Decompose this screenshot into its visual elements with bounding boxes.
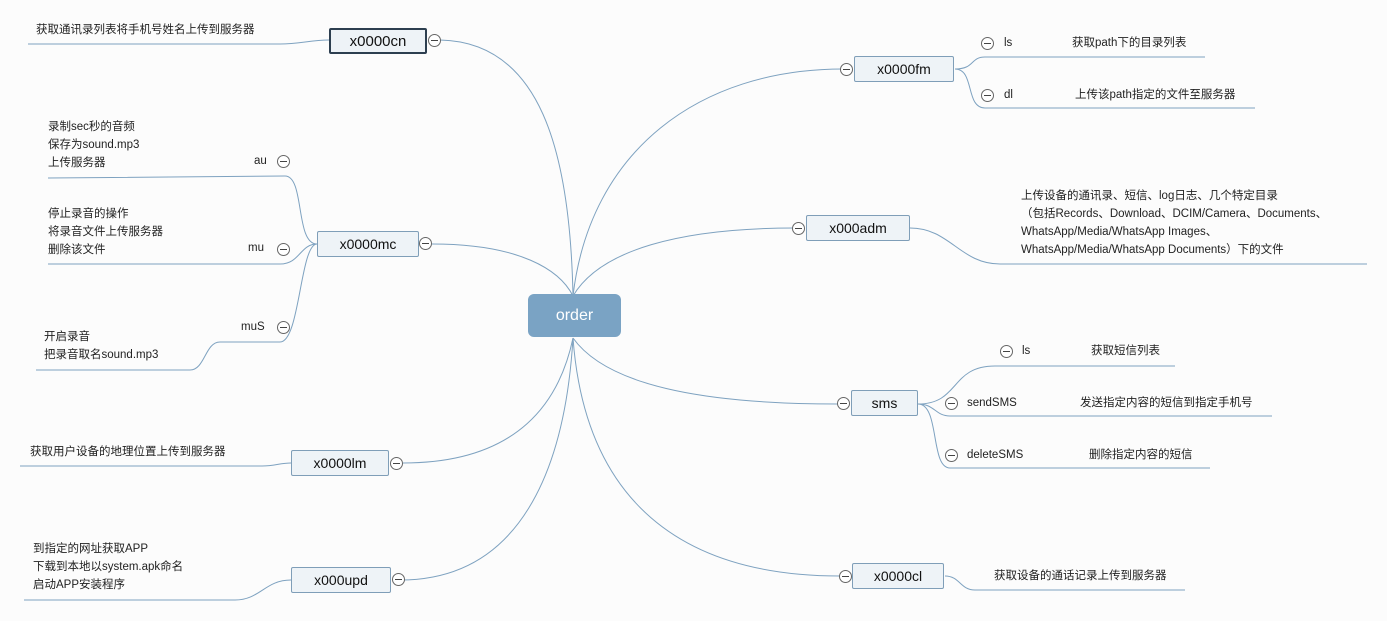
fm-ls-desc: 获取path下的目录列表: [1072, 37, 1187, 49]
x000upd-line-2: 下载到本地以system.apk命名: [33, 561, 184, 573]
collapse-sms-icon[interactable]: [837, 397, 850, 410]
fm-dl-key[interactable]: dl: [1004, 89, 1013, 101]
topic-x0000cl[interactable]: x0000cl: [852, 563, 944, 589]
collapse-fm-ls-icon[interactable]: [981, 37, 994, 50]
connector-sms-deleteSMS: [917, 403, 1210, 469]
collapse-sms-send-icon[interactable]: [945, 397, 958, 410]
connector-x0000mc-au: [47, 175, 318, 245]
collapse-x000adm-icon[interactable]: [792, 222, 805, 235]
collapse-mu-icon[interactable]: [277, 243, 290, 256]
x0000lm-desc: 获取用户设备的地理位置上传到服务器: [30, 446, 226, 458]
topic-x0000mc[interactable]: x0000mc: [317, 231, 419, 257]
x0000cl-desc: 获取设备的通话记录上传到服务器: [994, 570, 1167, 582]
muS-key[interactable]: muS: [241, 321, 265, 333]
connector-root-x0000cn: [439, 39, 574, 297]
topic-x0000lm[interactable]: x0000lm: [291, 450, 389, 476]
connector-x0000fm-ls: [954, 56, 1205, 70]
connector-x0000lm-desc: [20, 462, 292, 467]
mu-line-3: 删除该文件: [48, 244, 106, 256]
x000upd-line-1: 到指定的网址获取APP: [33, 543, 149, 555]
connector-root-x0000lm: [402, 337, 574, 464]
mu-key[interactable]: mu: [248, 242, 264, 254]
connector-sms-ls: [917, 365, 1175, 405]
connector-x0000mc-muS: [36, 243, 318, 371]
collapse-x000upd-icon[interactable]: [392, 573, 405, 586]
connector-root-x0000cl: [572, 337, 841, 577]
fm-ls-key[interactable]: ls: [1004, 37, 1013, 49]
connector-root-sms: [572, 337, 839, 405]
connector-x0000mc-mu: [48, 243, 318, 265]
connector-root-x0000mc: [431, 243, 574, 297]
connector-root-x0000fm: [572, 68, 844, 297]
x000adm-line-1: 上传设备的通讯录、短信、log日志、几个特定目录: [1021, 190, 1278, 202]
au-line-2: 保存为sound.mp3: [48, 139, 140, 151]
muS-line-2: 把录音取名sound.mp3: [44, 349, 159, 361]
sms-send-desc: 发送指定内容的短信到指定手机号: [1080, 397, 1253, 409]
collapse-muS-icon[interactable]: [277, 321, 290, 334]
sms-ls-desc: 获取短信列表: [1091, 345, 1160, 357]
x000adm-line-4: WhatsApp/Media/WhatsApp Documents）下的文件: [1021, 244, 1284, 256]
x000adm-line-3: WhatsApp/Media/WhatsApp Images、: [1021, 226, 1218, 238]
sms-delete-key[interactable]: deleteSMS: [967, 449, 1024, 461]
collapse-sms-ls-icon[interactable]: [1000, 345, 1013, 358]
topic-x000adm[interactable]: x000adm: [806, 215, 910, 241]
collapse-x0000mc-icon[interactable]: [419, 237, 432, 250]
sms-send-key[interactable]: sendSMS: [967, 397, 1017, 409]
connector-x0000cl-desc: [944, 575, 1185, 591]
sms-delete-desc: 删除指定内容的短信: [1089, 449, 1193, 461]
au-line-1: 录制sec秒的音频: [48, 121, 135, 133]
x000upd-line-3: 启动APP安装程序: [33, 579, 126, 591]
connector-root-x000adm: [572, 227, 796, 297]
fm-dl-desc: 上传该path指定的文件至服务器: [1075, 89, 1236, 101]
x000adm-line-2: （包括Records、Download、DCIM/Camera、Document…: [1021, 208, 1328, 220]
topic-x0000fm[interactable]: x0000fm: [854, 56, 954, 82]
topic-x0000cn[interactable]: x0000cn: [329, 28, 427, 54]
connector-x0000cn-desc: [28, 39, 330, 45]
collapse-x0000cn-icon[interactable]: [428, 34, 441, 47]
au-key[interactable]: au: [254, 155, 267, 167]
collapse-x0000cl-icon[interactable]: [839, 570, 852, 583]
mu-line-1: 停止录音的操作: [48, 208, 129, 220]
mu-line-2: 将录音文件上传服务器: [48, 226, 163, 238]
x0000cn-desc: 获取通讯录列表将手机号姓名上传到服务器: [36, 24, 255, 36]
muS-line-1: 开启录音: [44, 331, 90, 343]
topic-x000upd[interactable]: x000upd: [291, 567, 391, 593]
root-node-order[interactable]: order: [528, 294, 621, 337]
au-line-3: 上传服务器: [48, 157, 106, 169]
collapse-x0000lm-icon[interactable]: [390, 457, 403, 470]
connector-x0000fm-dl: [954, 68, 1255, 109]
connector-x000adm-desc: [909, 227, 1367, 265]
connector-x000upd-desc: [24, 579, 292, 601]
collapse-x0000fm-icon[interactable]: [840, 63, 853, 76]
topic-sms[interactable]: sms: [851, 390, 918, 416]
collapse-sms-delete-icon[interactable]: [945, 449, 958, 462]
connector-root-x000upd: [399, 337, 574, 581]
connector-sms-sendSMS: [917, 403, 1272, 417]
sms-ls-key[interactable]: ls: [1022, 345, 1031, 357]
collapse-au-icon[interactable]: [277, 155, 290, 168]
collapse-fm-dl-icon[interactable]: [981, 89, 994, 102]
